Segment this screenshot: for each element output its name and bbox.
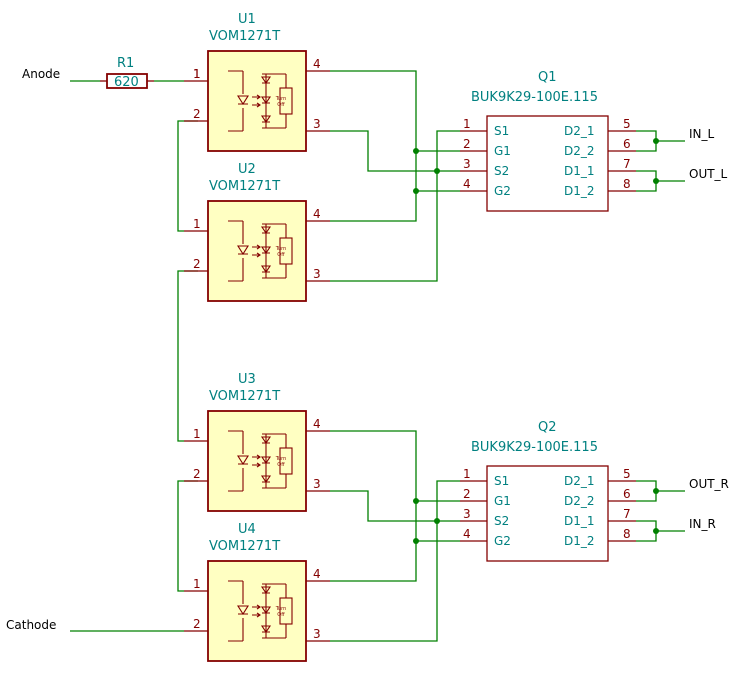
u1-pin-3: 3 [313,117,321,131]
u2-pin-1: 1 [193,217,201,231]
net-labels: Anode Cathode IN_L OUT_L OUT_R IN_R [6,67,729,632]
q2-pin-name: G2 [494,534,511,548]
q1-pin-num: 6 [623,137,631,151]
q2-pin-name: D2_2 [564,494,595,508]
q2-value: BUK9K29-100E.115 [471,440,598,455]
u4-value: VOM1271T [209,539,280,554]
q2-pin-num: 3 [463,507,471,521]
u4-pin-3: 3 [313,627,321,641]
junction-dot [653,178,659,184]
junctions [413,138,659,544]
q1-pin-num: 3 [463,157,471,171]
u2-value: VOM1271T [209,179,280,194]
junction-dot [653,528,659,534]
q1-pin-num: 4 [463,177,471,191]
u2-reference: U2 [238,162,256,177]
u4-pin-2: 2 [193,617,201,631]
q2-pin-num: 1 [463,467,471,481]
q2-pin-num: 5 [623,467,631,481]
q1-pin-num: 5 [623,117,631,131]
u1-pin-1: 1 [193,67,201,81]
q2-pin-num: 8 [623,527,631,541]
junction-dot [434,168,440,174]
q2-pin-num: 4 [463,527,471,541]
q1-value: BUK9K29-100E.115 [471,90,598,105]
q1-pin-name: D1_1 [564,164,595,178]
junction-dot [653,488,659,494]
junction-dot [413,498,419,504]
q1-pin-num: 1 [463,117,471,131]
q1-pin-name: D1_2 [564,184,595,198]
q1-pin-num: 7 [623,157,631,171]
net-label-in-r: IN_R [689,517,716,531]
u2-pin-3: 3 [313,267,321,281]
q2-pin-name: S2 [494,514,509,528]
u1-pin-2: 2 [193,107,201,121]
u4-pin-4: 4 [313,567,321,581]
u3-reference: U3 [238,372,256,387]
u1-pin-4: 4 [313,57,321,71]
u3-pin-2: 2 [193,467,201,481]
q1-pin-name: G1 [494,144,511,158]
q1-pin-name: D2_2 [564,144,595,158]
junction-dot [413,538,419,544]
q1-reference: Q1 [538,70,557,85]
r1-pin-1: 1 [193,67,201,81]
q2-reference: Q2 [538,420,557,435]
q2-pin-name: D2_1 [564,474,595,488]
u3-value: VOM1271T [209,389,280,404]
q2-pin-name: D1_1 [564,514,595,528]
u2-pin-4: 4 [313,207,321,221]
junction-dot [434,518,440,524]
q2-pin-name: G1 [494,494,511,508]
q2-pin-num: 2 [463,487,471,501]
q2-pin-num: 7 [623,507,631,521]
u3-pin-4: 4 [313,417,321,431]
mosfet-q2: Q2 BUK9K29-100E.115 1 2 3 4 S1 G1 S2 G2 … [460,420,636,562]
u3-pin-1: 1 [193,427,201,441]
q1-pin-name: S1 [494,124,509,138]
net-label-out-l: OUT_L [689,167,728,181]
q2-pin-num: 6 [623,487,631,501]
net-label-anode: Anode [22,67,60,81]
wires [70,70,685,642]
u2-pin-2: 2 [193,257,201,271]
u1-reference: U1 [238,12,256,27]
mosfet-q1: Q1 BUK9K29-100E.115 1 2 3 4 S1 G1 S2 G2 … [460,70,636,212]
junction-dot [413,188,419,194]
net-label-out-r: OUT_R [689,477,729,491]
r1-reference: R1 [117,56,134,71]
u4-reference: U4 [238,522,256,537]
u4-pin-1: 1 [193,577,201,591]
q2-pin-name: D1_2 [564,534,595,548]
resistor-r1: R1 620 [100,56,154,90]
q1-pin-name: G2 [494,184,511,198]
junction-dot [413,148,419,154]
r1-value: 620 [114,75,139,90]
u3-pin-3: 3 [313,477,321,491]
q1-pin-name: S2 [494,164,509,178]
net-label-in-l: IN_L [689,127,715,141]
q1-pin-num: 8 [623,177,631,191]
net-label-cathode: Cathode [6,618,56,632]
q1-pin-num: 2 [463,137,471,151]
q2-pin-name: S1 [494,474,509,488]
u1-value: VOM1271T [209,29,280,44]
q1-pin-name: D2_1 [564,124,595,138]
junction-dot [653,138,659,144]
